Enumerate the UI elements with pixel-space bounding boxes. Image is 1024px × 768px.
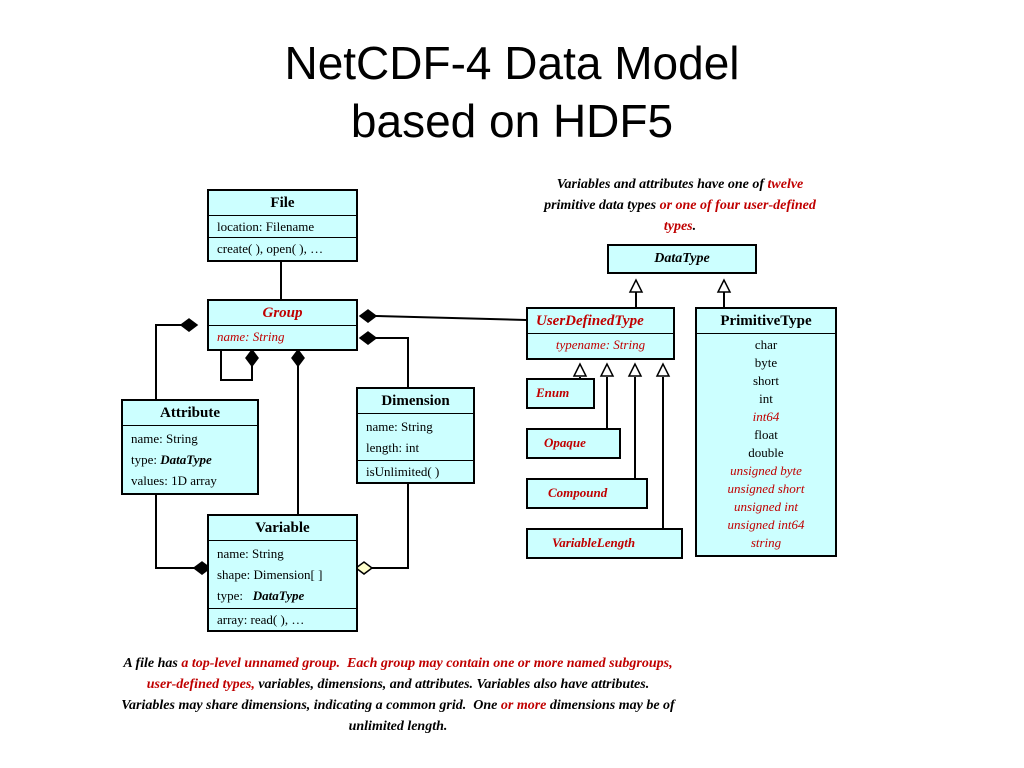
varlen-box-title: VariableLength [552, 535, 636, 550]
group-box-title: Group [209, 301, 356, 326]
note-bottom-part-5: dimensions [546, 698, 616, 713]
note-top-part-3: primitive data types [544, 177, 807, 213]
enum-box: Enum [526, 378, 595, 409]
primitive-type-list: char byte short int int64 float double u… [697, 334, 835, 552]
file-operations: create( ), open( ), … [217, 241, 324, 256]
attribute-type-field: type: DataType [123, 449, 257, 470]
page-title: NetCDF-4 Data Model based on HDF5 [0, 34, 1024, 150]
primitive-type-char: char [754, 337, 778, 352]
primitive-type-unsigned-byte: unsigned byte [730, 463, 802, 478]
enum-box-title: Enum [536, 385, 570, 400]
primitive-type-float: float [754, 427, 778, 442]
primitive-type-string: string [750, 535, 782, 550]
dimension-operations: isUnlimited( ) [366, 464, 440, 479]
diamond-group-variable [291, 348, 305, 368]
attribute-variable-link [155, 494, 194, 569]
attribute-box: Attribute name: String type: DataType va… [121, 399, 259, 495]
variable-name-field: name: String [217, 546, 284, 561]
group-dimension-link [376, 337, 409, 387]
diamond-group-userdefined [358, 309, 378, 323]
arrowhead-compound [627, 362, 643, 377]
primitive-type-int: int [759, 391, 773, 406]
note-bottom-part-6: may be of unlimited length. [348, 698, 679, 734]
attribute-fields: name: String type: DataType values: 1D a… [123, 426, 257, 493]
arrowhead-primitive [716, 278, 732, 293]
file-box: File location: Filename create( ), open(… [207, 189, 358, 262]
diamond-group-attribute [179, 318, 199, 332]
compound-link [634, 377, 648, 493]
opaque-box-title: Opaque [544, 435, 586, 450]
variable-box: Variable name: String shape: Dimension[ … [207, 514, 358, 632]
variable-type-label: type: [217, 588, 253, 603]
primitive-box-title: PrimitiveType [697, 309, 835, 334]
dimension-fields: name: String length: int [358, 414, 473, 461]
arrowhead-userdefined [628, 278, 644, 293]
note-bottom-part-3: variables, dimensions, and attributes. V… [121, 677, 657, 713]
dimension-name-field: name: String [366, 419, 433, 434]
variable-type-field: type: DataType [209, 585, 356, 606]
arrowhead-enum [572, 362, 588, 377]
variable-operations: array: read( ), … [217, 612, 305, 627]
compound-box-title: Compound [548, 485, 608, 500]
variable-type-value: DataType [252, 588, 305, 603]
dimension-box: Dimension name: String length: int isUnl… [356, 387, 475, 484]
primitive-type-int64: int64 [752, 409, 780, 424]
variable-fields: name: String shape: Dimension[ ] type: D… [209, 541, 356, 609]
attribute-type-label: type: [131, 452, 161, 467]
userdefined-typename-attr: typename: String [555, 337, 646, 352]
diamond-variable-dimension [354, 561, 374, 575]
group-attribute-link [155, 324, 197, 399]
file-location-attr: location: Filename [209, 216, 356, 238]
arrowhead-opaque [599, 362, 615, 377]
diamond-group-self [245, 348, 259, 368]
diamond-group-dimension [358, 331, 378, 345]
note-top-part-1: Variables and attributes have one of [556, 177, 768, 192]
note-top-part-4: or one of four user-defined types [659, 198, 820, 234]
userdefined-box: UserDefinedType typename: String [526, 307, 675, 360]
title-line-1: NetCDF-4 Data Model [284, 37, 740, 89]
attribute-type-value: DataType [160, 452, 212, 467]
varlen-link [662, 377, 683, 543]
userdefined-box-title: UserDefinedType [528, 309, 673, 334]
note-bottom-part-1: A file has [123, 656, 182, 671]
note-bottom-part-4: or more [500, 698, 547, 713]
variable-box-title: Variable [209, 516, 356, 541]
attribute-box-title: Attribute [123, 401, 257, 426]
primitive-type-unsigned-int64: unsigned int64 [727, 517, 805, 532]
note-top-part-2: twelve [767, 177, 804, 192]
file-box-title: File [209, 191, 356, 216]
opaque-box: Opaque [526, 428, 621, 459]
dimension-box-title: Dimension [358, 389, 473, 414]
note-top-part-5: . [692, 219, 697, 234]
primitive-type-unsigned-int: unsigned int [734, 499, 798, 514]
primitive-types-note: Variables and attributes have one of twe… [540, 174, 820, 237]
attribute-values-field: values: 1D array [131, 473, 217, 488]
group-self-loop [220, 351, 253, 381]
compound-box: Compound [526, 478, 648, 509]
arrowhead-varlen [655, 362, 671, 377]
dimension-length-field: length: int [366, 440, 420, 455]
group-userdefined-link [375, 315, 527, 321]
datatype-box-title: DataType [654, 251, 710, 266]
variable-shape-field: shape: Dimension[ ] [217, 567, 323, 582]
primitive-type-unsigned-short: unsigned short [727, 481, 805, 496]
note-bottom-part-2: a top-level unnamed group. Each group ma… [146, 656, 677, 692]
group-name-attr: name: String [217, 329, 285, 344]
title-line-2: based on HDF5 [350, 95, 674, 147]
group-box: Group name: String [207, 299, 358, 351]
primitive-box: PrimitiveType char byte short int int64 … [695, 307, 837, 557]
primitive-type-short: short [753, 373, 779, 388]
attribute-name-field: name: String [131, 431, 198, 446]
dimension-variable-link [372, 483, 409, 569]
file-structure-note: A file has a top-level unnamed group. Ea… [118, 653, 678, 737]
primitive-type-byte: byte [754, 355, 778, 370]
varlen-box: VariableLength [526, 528, 683, 559]
primitive-type-double: double [748, 445, 784, 460]
datatype-box: DataType [607, 244, 757, 274]
